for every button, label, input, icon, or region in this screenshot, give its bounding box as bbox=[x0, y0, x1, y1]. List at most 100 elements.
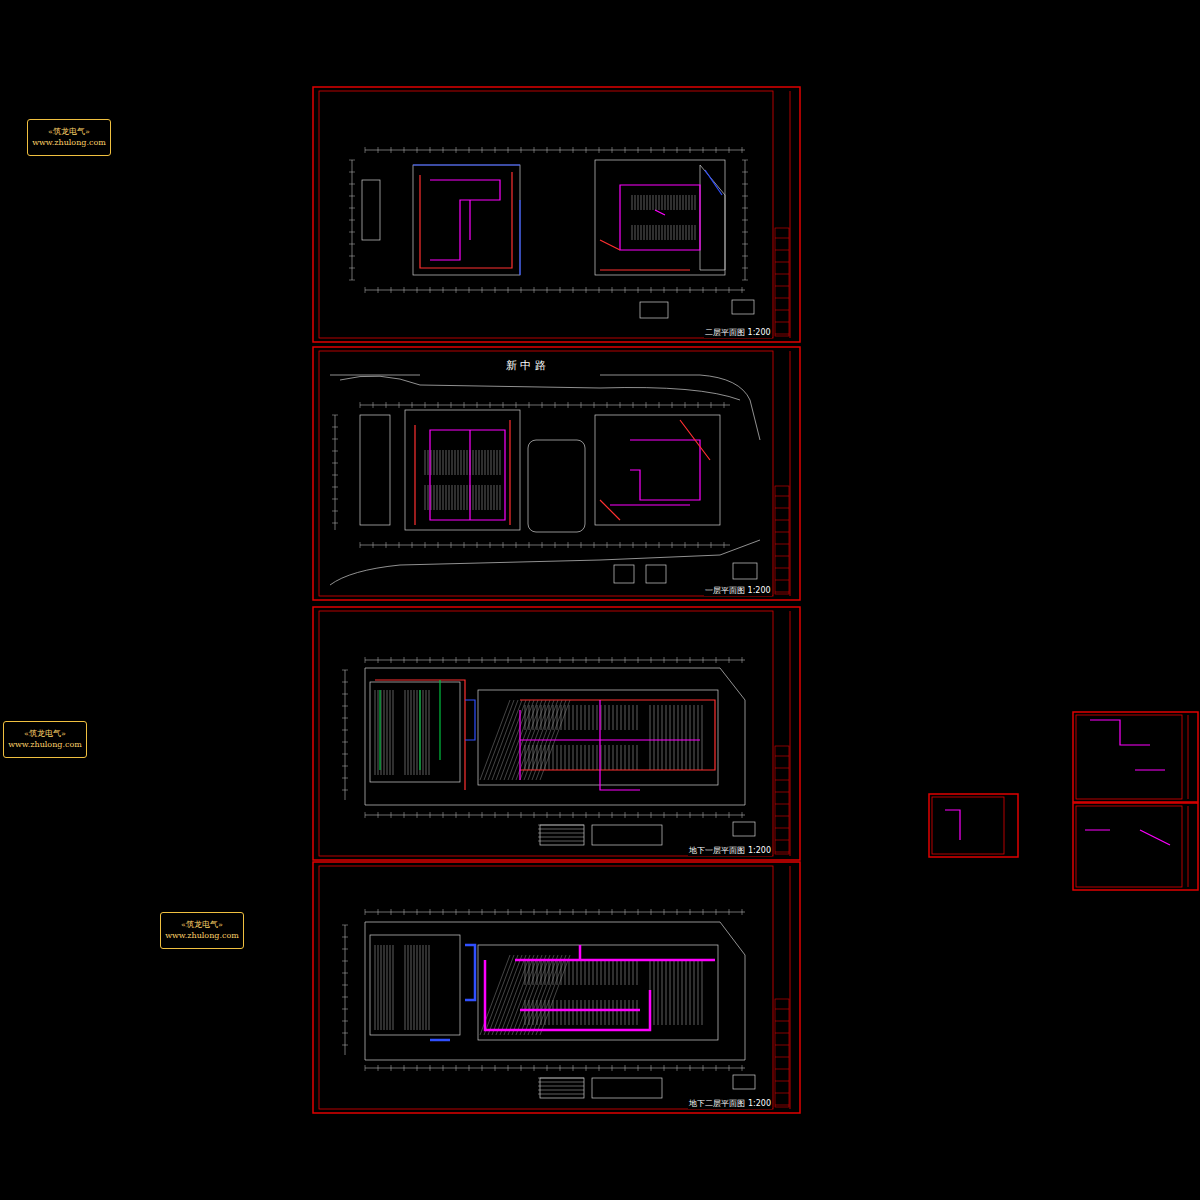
cad-line bbox=[625, 960, 626, 985]
cad-line bbox=[378, 690, 379, 775]
cad-line bbox=[666, 960, 667, 1025]
cad-line bbox=[790, 351, 791, 596]
cad-line bbox=[349, 160, 355, 161]
cad-line bbox=[775, 250, 789, 251]
cad-line bbox=[443, 485, 444, 510]
cad-line bbox=[467, 450, 468, 475]
cad-line bbox=[646, 542, 647, 548]
cad-line bbox=[610, 440, 700, 505]
cad-line bbox=[775, 286, 789, 287]
cad-line bbox=[430, 147, 431, 153]
cad-line bbox=[665, 225, 666, 240]
cad-line bbox=[633, 960, 634, 985]
cad-line bbox=[533, 705, 534, 730]
cad-line bbox=[690, 1065, 691, 1071]
cad-line bbox=[597, 960, 598, 985]
cad-line bbox=[380, 680, 440, 770]
cad-line bbox=[482, 657, 483, 663]
cad-line bbox=[700, 165, 725, 270]
cad-line bbox=[666, 705, 667, 770]
cad-line bbox=[664, 909, 665, 915]
cad-line bbox=[698, 542, 699, 548]
cad-line bbox=[690, 147, 691, 153]
cad-line bbox=[342, 754, 348, 755]
cad-line bbox=[677, 287, 678, 293]
cad-line bbox=[653, 225, 654, 240]
cad-line bbox=[595, 160, 725, 275]
cad-line bbox=[593, 960, 594, 985]
cad-line bbox=[500, 955, 530, 1035]
cad-line bbox=[633, 542, 634, 548]
cad-line bbox=[404, 909, 405, 915]
cad-line bbox=[490, 542, 491, 548]
cad-line bbox=[654, 705, 655, 770]
cad-line bbox=[391, 657, 392, 663]
cad-line bbox=[370, 935, 460, 1035]
cad-line bbox=[547, 657, 548, 663]
cad-line bbox=[476, 450, 477, 475]
cad-line bbox=[662, 705, 663, 770]
cad-line bbox=[342, 1009, 348, 1010]
cad-line bbox=[775, 1057, 789, 1058]
cad-line bbox=[705, 170, 722, 195]
cad-line bbox=[775, 274, 789, 275]
cad-line bbox=[790, 91, 791, 338]
cad-line bbox=[589, 745, 590, 770]
cad-line bbox=[408, 690, 409, 775]
cad-line bbox=[414, 945, 415, 1030]
cad-line bbox=[443, 657, 444, 663]
cad-line bbox=[612, 147, 613, 153]
cad-line bbox=[516, 955, 546, 1035]
cad-line bbox=[592, 825, 662, 845]
cad-line bbox=[375, 690, 376, 775]
cad-line bbox=[365, 657, 366, 663]
cad-line bbox=[387, 945, 388, 1030]
cad-line bbox=[438, 542, 439, 548]
cad-line bbox=[573, 287, 574, 293]
cad-line bbox=[638, 909, 639, 915]
cad-line bbox=[640, 302, 668, 318]
cad-line bbox=[525, 705, 526, 730]
cad-line bbox=[420, 945, 421, 1030]
cad-line bbox=[391, 909, 392, 915]
cad-line bbox=[775, 322, 789, 323]
cad-line bbox=[637, 705, 638, 730]
cad-line bbox=[775, 568, 789, 569]
cad-line bbox=[495, 1065, 496, 1071]
cad-line bbox=[609, 705, 610, 730]
cad-line bbox=[703, 1065, 704, 1071]
cad-line bbox=[373, 542, 374, 548]
cad-line bbox=[609, 745, 610, 770]
cad-line bbox=[1076, 715, 1182, 799]
cad-line bbox=[586, 657, 587, 663]
cad-line bbox=[612, 287, 613, 293]
cad-line bbox=[557, 705, 558, 730]
cad-line bbox=[585, 1000, 586, 1025]
cad-line bbox=[682, 705, 683, 770]
cad-line bbox=[342, 1021, 348, 1022]
cad-line bbox=[443, 450, 444, 475]
cad-line bbox=[538, 1086, 584, 1087]
cad-line bbox=[332, 523, 338, 524]
cad-line bbox=[464, 450, 465, 475]
cad-line bbox=[733, 563, 757, 579]
cad-line bbox=[485, 945, 715, 1030]
cad-line bbox=[417, 945, 418, 1030]
cad-line bbox=[560, 1065, 561, 1071]
cad-line bbox=[775, 262, 789, 263]
cad-line bbox=[664, 1065, 665, 1071]
cad-line bbox=[342, 997, 348, 998]
cad-line bbox=[594, 402, 595, 408]
cad-line bbox=[633, 745, 634, 770]
cad-line bbox=[716, 657, 717, 663]
cad-line bbox=[775, 1009, 789, 1010]
cad-line bbox=[438, 402, 439, 408]
cad-line bbox=[581, 745, 582, 770]
cad-line bbox=[430, 812, 431, 818]
cad-line bbox=[620, 402, 621, 408]
cad-line bbox=[534, 812, 535, 818]
cad-line bbox=[508, 657, 509, 663]
cad-line bbox=[478, 945, 718, 1040]
cad-line bbox=[342, 961, 348, 962]
cad-line bbox=[686, 960, 687, 1025]
